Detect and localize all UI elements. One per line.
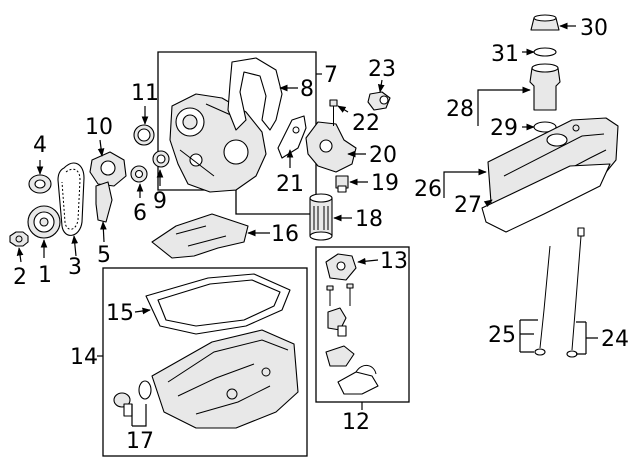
- callout-27: 27: [454, 193, 482, 218]
- oil-pressure-sensor-part[interactable]: [335, 175, 349, 193]
- leader-23: [377, 79, 385, 93]
- leader-22: [337, 105, 349, 113]
- callout-26: 26: [414, 177, 442, 202]
- oil-filler-cap-part[interactable]: [530, 14, 560, 31]
- callout-3: 3: [68, 255, 82, 280]
- callout-1: 1: [38, 263, 52, 288]
- callout-19: 19: [371, 171, 399, 196]
- callout-30: 30: [580, 16, 608, 41]
- oil-pan-part[interactable]: [151, 329, 299, 429]
- oil-pump-part[interactable]: [325, 253, 357, 281]
- callout-2: 2: [13, 265, 27, 290]
- callout-8: 8: [300, 77, 314, 102]
- oil-filler-tube-part[interactable]: [529, 63, 561, 111]
- callout-13: 13: [380, 249, 408, 274]
- callout-12: 12: [342, 410, 370, 435]
- callout-4: 4: [33, 133, 47, 158]
- callout-5: 5: [97, 243, 111, 268]
- dipstick-part[interactable]: [566, 227, 585, 358]
- dipstick-tube-part[interactable]: [534, 245, 551, 356]
- water-outlet-gasket-part[interactable]: [277, 115, 307, 159]
- callout-10: 10: [85, 115, 113, 140]
- callout-24: 24: [601, 327, 629, 352]
- leader-24: [576, 321, 598, 355]
- timing-cover-group-box: [157, 51, 317, 215]
- callout-6: 6: [133, 201, 147, 226]
- oil-pump-screen-part[interactable]: [325, 345, 379, 395]
- leader-3: [71, 235, 79, 257]
- crank-seal-part[interactable]: [152, 150, 170, 168]
- callout-23: 23: [368, 57, 396, 82]
- leader-25: [519, 319, 538, 353]
- callout-31: 31: [491, 42, 519, 67]
- callout-11: 11: [131, 81, 159, 106]
- leader-13: [357, 257, 379, 265]
- filler-cap-seal-part[interactable]: [533, 47, 557, 57]
- callout-7: 7: [324, 63, 338, 88]
- chain-tensioner-part[interactable]: [95, 181, 113, 223]
- oil-pan-gasket-part[interactable]: [145, 273, 291, 335]
- oil-pump-bolts-part[interactable]: [326, 283, 354, 306]
- front-seal-part[interactable]: [28, 174, 52, 194]
- leader-5: [100, 221, 107, 243]
- leader-15: [134, 307, 151, 315]
- oil-filter-part[interactable]: [309, 193, 333, 241]
- callout-22: 22: [352, 111, 380, 136]
- leader-17: [131, 404, 147, 427]
- harmonic-balancer-part[interactable]: [27, 205, 61, 239]
- drain-plug-part[interactable]: [113, 392, 133, 417]
- crank-bolt-part[interactable]: [9, 231, 29, 247]
- timing-cover-gasket-part[interactable]: [227, 57, 283, 131]
- callout-14: 14: [70, 345, 98, 370]
- callout-18: 18: [355, 207, 383, 232]
- temperature-sensor-part[interactable]: [367, 91, 391, 111]
- callout-28: 28: [446, 97, 474, 122]
- callout-29: 29: [490, 116, 518, 141]
- sprocket-washer-part[interactable]: [130, 165, 148, 183]
- leader-10: [97, 139, 105, 157]
- leader-28: [477, 86, 531, 110]
- callout-21: 21: [276, 172, 304, 197]
- callout-20: 20: [369, 143, 397, 168]
- camshaft-sprocket-part[interactable]: [89, 151, 127, 187]
- callout-17: 17: [126, 429, 154, 454]
- callout-25: 25: [488, 323, 516, 348]
- oil-pan-group-box: [102, 267, 308, 457]
- timing-cover-part[interactable]: [169, 93, 267, 193]
- leader-26: [443, 168, 487, 184]
- housing-bolt-part[interactable]: [329, 99, 338, 126]
- windage-tray-part[interactable]: [151, 213, 249, 259]
- water-outlet-housing-part[interactable]: [305, 121, 357, 173]
- oil-pump-drive-part[interactable]: [327, 307, 347, 337]
- leader-2: [16, 247, 24, 263]
- callout-9: 9: [153, 189, 167, 214]
- drain-plug-washer-part[interactable]: [138, 380, 152, 400]
- callout-16: 16: [271, 222, 299, 247]
- leader-27: [483, 199, 493, 207]
- timing-chain-part[interactable]: [57, 162, 85, 236]
- timing-cover-seal-part[interactable]: [133, 124, 155, 146]
- valve-cover-gasket-part[interactable]: [481, 163, 611, 233]
- callout-15: 15: [106, 301, 134, 326]
